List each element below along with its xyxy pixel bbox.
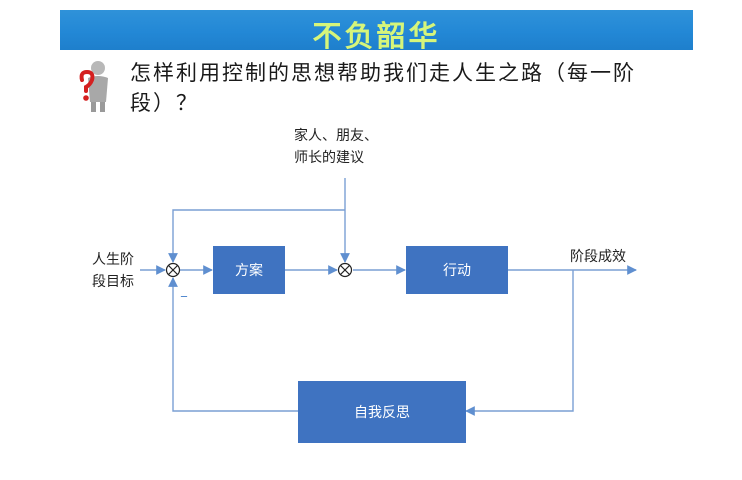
question-text: 怎样利用控制的思想帮助我们走人生之路（每一阶段）？ xyxy=(130,61,636,115)
feedback-path-left xyxy=(168,277,298,412)
advice-label-line1: 家人、朋友、 xyxy=(294,127,378,144)
advice-branch-line xyxy=(168,209,345,263)
feedback-label: 自我反思 xyxy=(354,405,410,421)
advice-label-line2: 师长的建议 xyxy=(294,150,364,166)
plan-box xyxy=(213,246,285,294)
input-label-line1: 人生阶 xyxy=(92,252,134,268)
summing-junction-1 xyxy=(165,262,181,278)
title-bar: 不负韶华 xyxy=(60,10,693,53)
minus-sign: _ xyxy=(180,283,188,297)
question-figure-icon xyxy=(79,61,108,112)
output-label: 阶段成效 xyxy=(570,249,626,265)
input-label-line2: 段目标 xyxy=(92,274,134,290)
summing-junction-2 xyxy=(337,262,353,278)
page-title: 不负韶华 xyxy=(312,19,441,53)
feedback-path-right xyxy=(465,270,574,416)
action-label: 行动 xyxy=(443,263,471,279)
feedback-box xyxy=(298,381,466,443)
action-box xyxy=(406,246,508,294)
plan-label: 方案 xyxy=(235,262,263,279)
